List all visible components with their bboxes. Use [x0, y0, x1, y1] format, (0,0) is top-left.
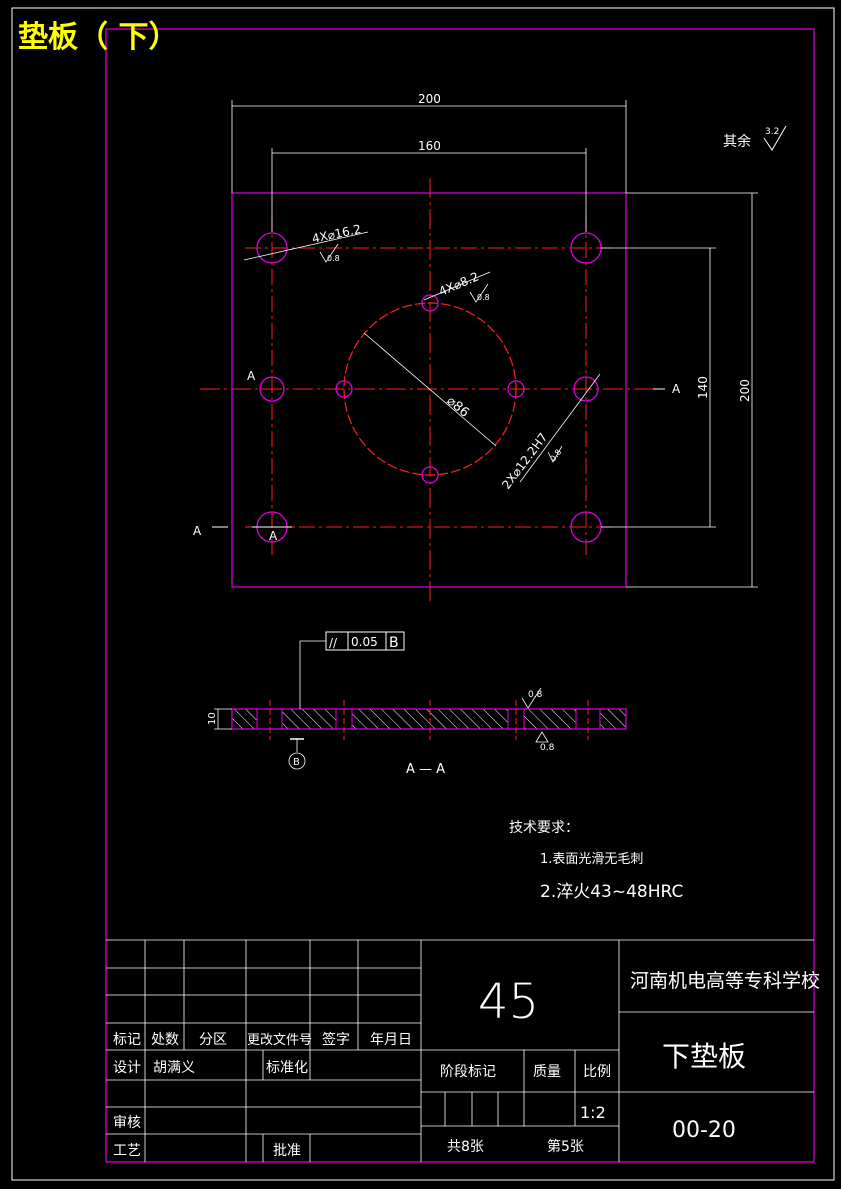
text: 0.8	[540, 743, 555, 753]
drawing-title: 垫板（ 下）	[18, 20, 178, 55]
section-view: 10 // 0.05 B B 0.8 0.8 A — A	[207, 631, 627, 777]
tb-scale-value: 1:2	[580, 1103, 606, 1122]
tb-approve-label: 批准	[273, 1143, 301, 1159]
tb-designer: 胡满义	[153, 1060, 195, 1076]
section-mark-a: A	[269, 529, 278, 543]
tb-drawing-no: 00-20	[672, 1118, 736, 1143]
text: 0.8	[548, 448, 563, 464]
tb-mass-label: 质量	[533, 1064, 561, 1080]
callout-4x8: 4X⌀8.2	[437, 269, 481, 298]
tb-total-sheets: 共8张	[447, 1139, 484, 1155]
tolerance-datum: B	[389, 635, 399, 651]
plate-outline	[231, 192, 627, 588]
roughness-symbol-icon	[521, 687, 542, 709]
outer-border	[11, 7, 835, 1181]
small-hole	[507, 380, 525, 398]
roughness-other-label: 其余	[723, 133, 751, 150]
roughness-symbol-icon	[763, 125, 787, 151]
roughness-other-value: 3.2	[765, 127, 779, 137]
section-outline	[231, 708, 627, 730]
section-mark-a: A	[247, 369, 256, 383]
callout-2x12: 2X⌀12.2H7	[499, 430, 550, 492]
dim-height-200: 200	[738, 379, 752, 402]
tb-header-mark: 标记	[113, 1032, 141, 1048]
tb-header-date: 年月日	[370, 1032, 412, 1048]
tb-header-docno: 更改文件号	[247, 1033, 312, 1048]
tb-header-count: 处数	[151, 1032, 179, 1048]
small-hole	[421, 294, 439, 312]
roughness-symbol-icon	[319, 243, 339, 263]
small-hole	[421, 466, 439, 484]
title-block-text: 标记 处数 分区 更改文件号 签字 年月日 设计 胡满义 标准化 审核 工艺 批…	[113, 970, 820, 1159]
plan-view: 200 160 200 140 4X⌀16.2 0.8 4X⌀8.2 0.8 ⌀…	[193, 92, 758, 602]
pin-hole	[573, 376, 599, 402]
line	[519, 373, 601, 483]
line	[363, 332, 497, 447]
tb-material: 45	[478, 974, 539, 1030]
tech-line-1: 1.表面光滑无毛刺	[540, 852, 643, 867]
inner-frame	[105, 28, 815, 1163]
tech-heading: 技术要求：	[509, 820, 579, 836]
dim-thickness: 10	[207, 712, 218, 725]
tb-sheet-no: 第5张	[547, 1138, 584, 1155]
tech-line-2: 2.淬火43~48HRC	[540, 882, 683, 902]
tolerance-frame	[325, 631, 405, 651]
dim-width-200: 200	[418, 92, 441, 106]
tb-school: 河南机电高等专科学校	[630, 970, 820, 992]
tb-process-label: 工艺	[113, 1143, 141, 1159]
line	[243, 231, 369, 261]
tb-scale-label: 比例	[583, 1064, 611, 1080]
callout-4x16: 4X⌀16.2	[311, 222, 363, 246]
tolerance-value: 0.05	[351, 635, 378, 649]
text: 0.8	[528, 690, 543, 700]
section-hatch	[232, 709, 626, 729]
text: 0.8	[327, 254, 340, 263]
tb-part-name: 下垫板	[662, 1040, 746, 1073]
section-title: A — A	[406, 762, 445, 777]
tb-design-label: 设计	[113, 1060, 141, 1076]
dim-height-140: 140	[696, 376, 710, 399]
section-mark-a: A	[193, 524, 202, 538]
datum-label: B	[293, 757, 300, 768]
tb-stage-label: 阶段标记	[440, 1064, 496, 1080]
corner-hole	[256, 232, 288, 264]
tb-header-sign: 签字	[322, 1031, 350, 1048]
text: 0.8	[477, 293, 490, 302]
line	[423, 271, 491, 301]
title-block	[106, 939, 814, 1162]
tb-header-zone: 分区	[199, 1032, 227, 1048]
dim-width-160: 160	[418, 139, 441, 153]
roughness-symbol-icon	[547, 445, 563, 463]
pin-hole	[259, 376, 285, 402]
dim-dia86: ⌀86	[443, 394, 471, 421]
tb-standard-label: 标准化	[266, 1060, 308, 1076]
small-hole	[335, 380, 353, 398]
datum-circle	[288, 752, 306, 770]
parallelism-symbol: //	[329, 636, 338, 650]
roughness-symbol-icon	[469, 283, 489, 303]
section-mark-a: A	[672, 382, 681, 396]
tb-review-label: 审核	[113, 1115, 141, 1131]
roughness-symbol-icon	[535, 731, 549, 743]
dia86-circle	[343, 302, 517, 476]
